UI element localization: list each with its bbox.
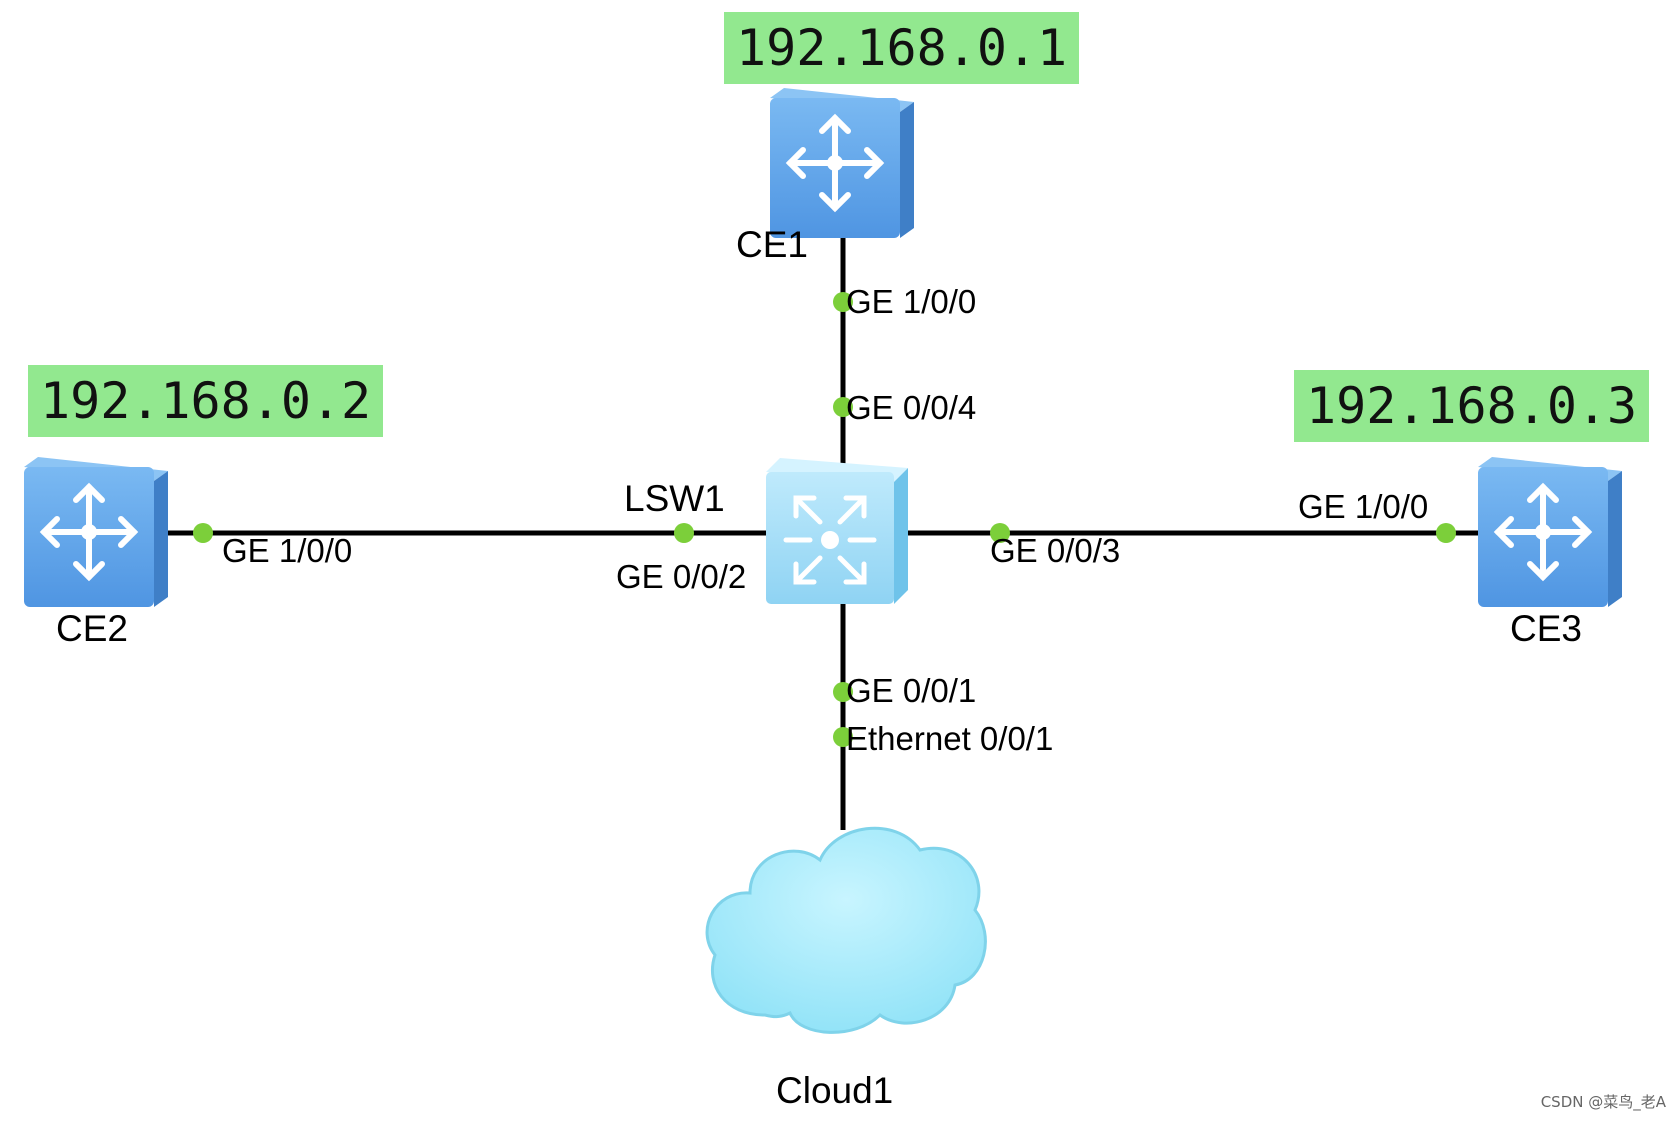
port-dot: [833, 397, 853, 417]
port-dot: [674, 523, 694, 543]
cloud1-label: Cloud1: [776, 1070, 894, 1111]
ce1-label: CE1: [736, 224, 808, 265]
ce2-label: CE2: [56, 608, 128, 649]
ce3-label: CE3: [1510, 608, 1582, 649]
router-icon[interactable]: [770, 88, 914, 238]
router-icon[interactable]: [1478, 457, 1622, 607]
port-label-ce1-ge100: GE 1/0/0: [846, 283, 977, 320]
port-dot: [193, 523, 213, 543]
port-label-lsw1-ge004: GE 0/0/4: [846, 389, 977, 426]
port-dot: [833, 682, 853, 702]
port-label-cloud1-eth001: Ethernet 0/0/1: [846, 720, 1054, 757]
port-dot: [833, 292, 853, 312]
port-dot: [833, 727, 853, 747]
router-icon[interactable]: [24, 457, 168, 607]
port-label-ce2-ge100: GE 1/0/0: [222, 532, 353, 569]
port-label-lsw1-ge003: GE 0/0/3: [990, 532, 1121, 569]
ce1-ip-label: 192.168.0.1: [724, 12, 1080, 84]
cloud-icon[interactable]: [705, 826, 987, 1034]
switch-icon[interactable]: [766, 458, 908, 604]
watermark: CSDN @菜鸟_老A: [1540, 1093, 1666, 1111]
ce2-ip-label: 192.168.0.2: [28, 365, 384, 437]
port-dot: [1436, 523, 1456, 543]
port-dot: [990, 523, 1010, 543]
port-label-lsw1-ge002: GE 0/0/2: [616, 558, 747, 595]
port-label-lsw1-ge001: GE 0/0/1: [846, 672, 977, 709]
lsw1-label: LSW1: [624, 478, 725, 519]
port-label-ce3-ge100: GE 1/0/0: [1298, 488, 1429, 525]
ce3-ip-label: 192.168.0.3: [1294, 370, 1650, 442]
